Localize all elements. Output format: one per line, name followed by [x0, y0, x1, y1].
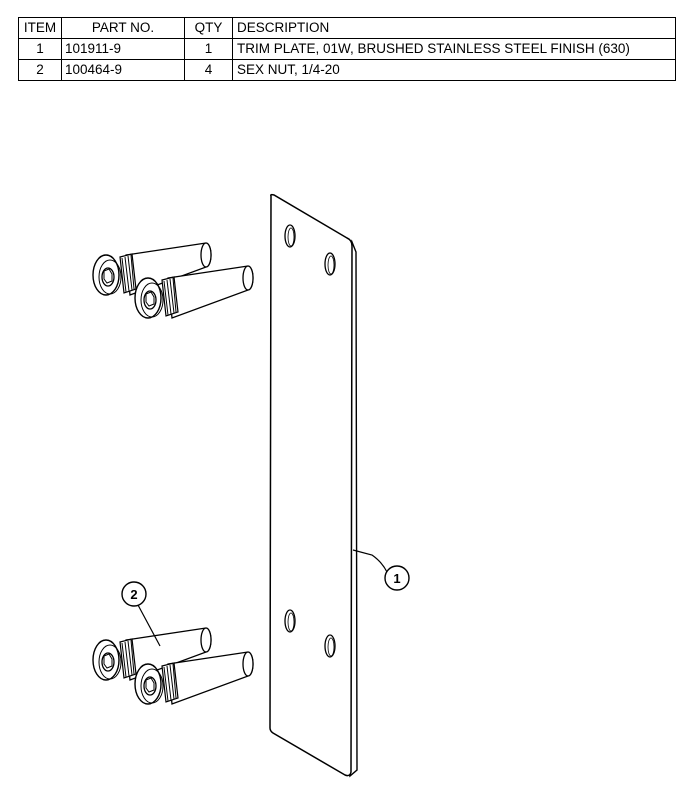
- plate-hole: [324, 634, 336, 658]
- callout-1-label: 1: [393, 571, 400, 586]
- row-item: 2: [18, 59, 62, 81]
- trim-plate-part: [269, 193, 358, 778]
- callout-1: 1: [352, 549, 410, 591]
- plate-hole: [284, 609, 296, 633]
- callout-2-label: 2: [130, 587, 137, 602]
- plate-hole: [284, 224, 296, 248]
- header-item: ITEM: [18, 17, 62, 39]
- row-description: SEX NUT, 1/4-20: [232, 59, 676, 81]
- plate-hole: [324, 252, 336, 276]
- row-part-no: 100464-9: [61, 59, 185, 81]
- table-row: 2 100464-9 4 SEX NUT, 1/4-20: [18, 59, 676, 81]
- bom-header-row: ITEM PART NO. QTY DESCRIPTION: [18, 17, 676, 39]
- bill-of-materials-table: ITEM PART NO. QTY DESCRIPTION 1 101911-9…: [18, 17, 676, 81]
- row-description: TRIM PLATE, 01W, BRUSHED STAINLESS STEEL…: [232, 38, 676, 60]
- callout-2: 2: [121, 581, 161, 647]
